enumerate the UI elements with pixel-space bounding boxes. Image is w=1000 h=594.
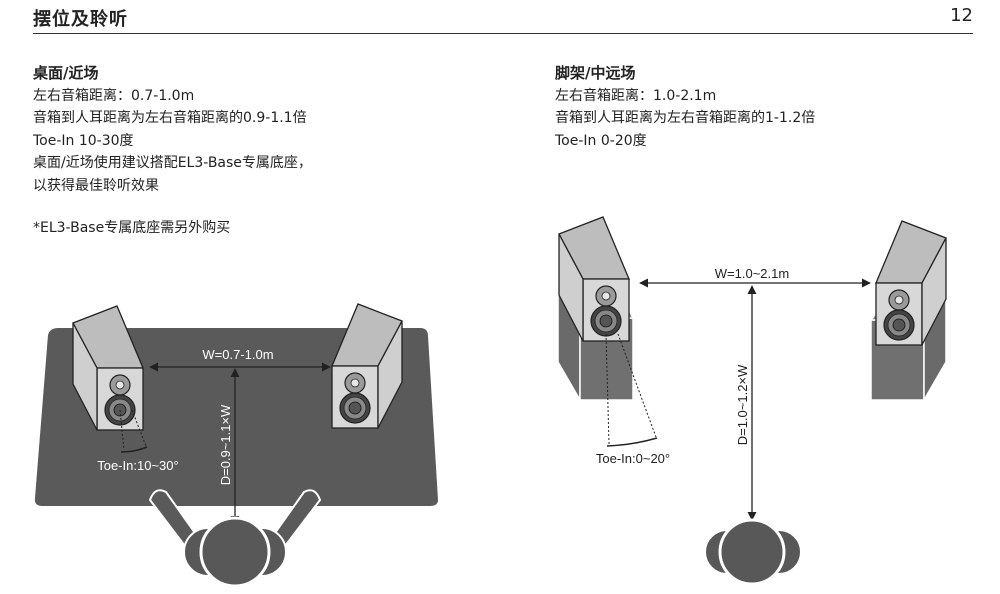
desktop-line: 以获得最佳聆听效果 (33, 177, 159, 194)
toe-in-label: Toe-In:10~30° (97, 458, 178, 473)
desktop-line: Toe-In 10-30度 (33, 132, 134, 149)
stand-line: Toe-In 0-20度 (555, 132, 647, 149)
toe-in-marker (119, 409, 147, 451)
listener-icon (704, 518, 802, 586)
page-title: 摆位及聆听 (33, 9, 128, 30)
page-number: 12 (950, 5, 973, 26)
desktop-line: 桌面/近场使用建议搭配EL3-Base专属底座， (33, 155, 312, 171)
depth-label: D=1.0~1.2×W (735, 364, 750, 445)
page-header: 摆位及聆听 12 (33, 3, 973, 34)
desktop-line: 左右音箱距离：0.7-1.0m (33, 87, 195, 104)
listener-icon (148, 489, 322, 588)
stand-title: 脚架/中远场 (555, 64, 636, 82)
desktop-section: 桌面/近场 左右音箱距离：0.7-1.0m 音箱到人耳距离为左右音箱距离的0.9… (33, 62, 312, 240)
depth-label: D=0.9~1.1×W (218, 404, 233, 485)
width-label: W=1.0~2.1m (715, 266, 789, 281)
toe-in-label: Toe-In:0~20° (596, 451, 670, 466)
stand-section: 脚架/中远场 左右音箱距离：1.0-2.1m 音箱到人耳距离为左右音箱距离的1-… (555, 62, 815, 152)
width-label: W=0.7-1.0m (202, 347, 273, 362)
desktop-title: 桌面/近场 (33, 64, 99, 82)
stand-line: 左右音箱距离：1.0-2.1m (555, 87, 717, 104)
desktop-note: *EL3-Base专属底座需另外购买 (33, 220, 231, 236)
desktop-line: 音箱到人耳距离为左右音箱距离的0.9-1.1倍 (33, 110, 307, 126)
stand-line: 音箱到人耳距离为左右音箱距离的1-1.2倍 (555, 110, 816, 126)
